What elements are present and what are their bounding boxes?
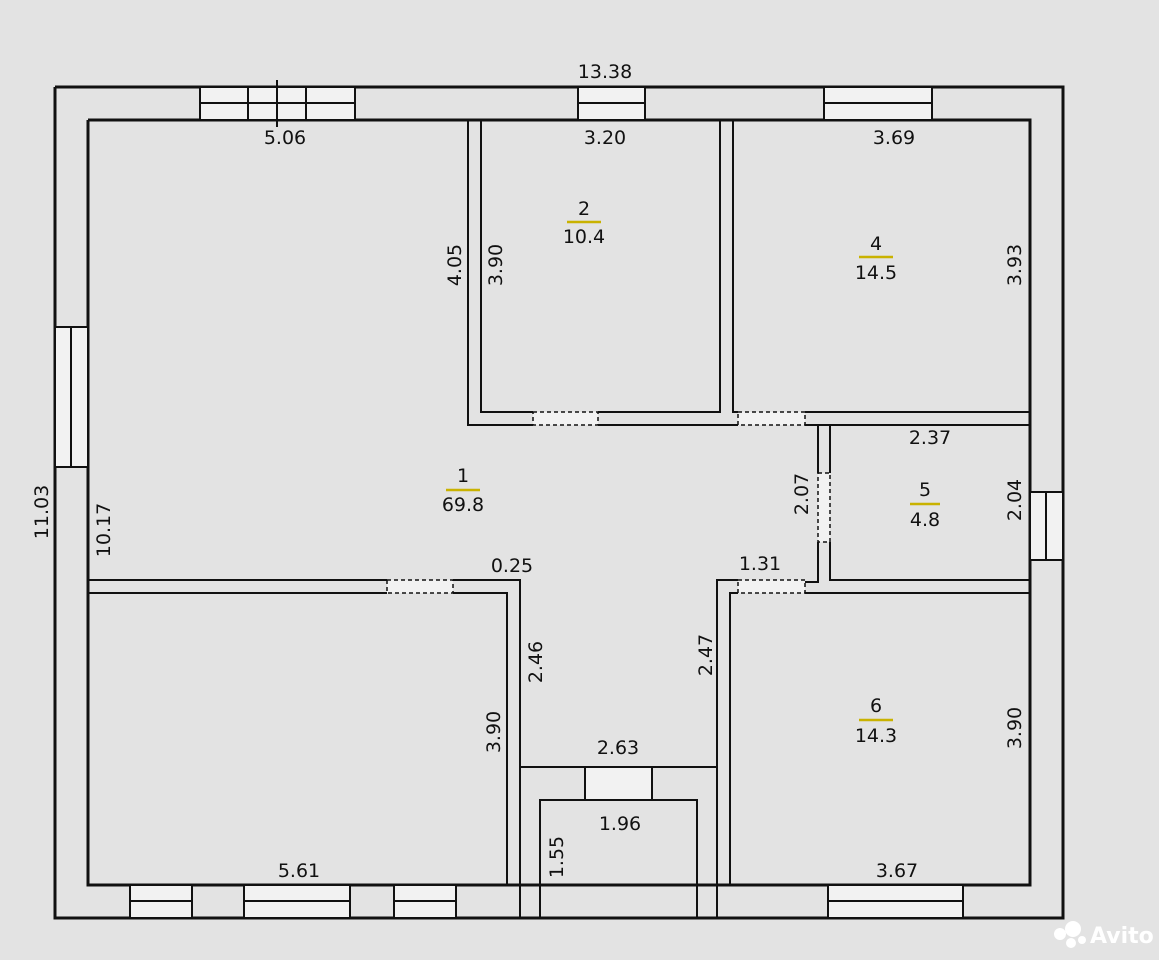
room-label-5: 5 4.8 (910, 479, 940, 531)
svg-text:10.4: 10.4 (563, 226, 605, 248)
avito-logo-icon (1054, 921, 1086, 948)
room-labels: 1 69.8 2 10.4 4 14.5 5 4.8 6 14.3 (442, 198, 940, 747)
dim-entry-width-outer: 2.63 (597, 737, 639, 759)
svg-text:6: 6 (870, 695, 882, 717)
svg-text:5: 5 (919, 479, 931, 501)
svg-text:69.8: 69.8 (442, 494, 484, 516)
dim-room4-width: 3.69 (873, 127, 915, 149)
svg-text:1: 1 (457, 465, 469, 487)
dim-top-left-segment: 5.06 (264, 127, 306, 149)
svg-text:2: 2 (578, 198, 590, 220)
room-label-2: 2 10.4 (563, 198, 605, 248)
dim-room6-width: 3.67 (876, 860, 918, 882)
room-label-4: 4 14.5 (855, 233, 897, 284)
dim-room2-width: 3.20 (584, 127, 626, 149)
dim-corridor-offset: 0.25 (491, 555, 533, 577)
svg-text:4: 4 (870, 233, 882, 255)
avito-watermark: Avito (1054, 921, 1154, 949)
interior-walls (88, 119, 1030, 918)
outer-walls (53, 85, 1065, 920)
dim-overall-width: 13.38 (578, 61, 632, 83)
watermark-text: Avito (1090, 924, 1154, 949)
dim-room2-left-inner: 3.90 (485, 244, 507, 286)
dim-room5-width: 2.37 (909, 427, 951, 449)
dim-corridor-left-wall: 2.46 (525, 641, 547, 683)
doors (386, 411, 831, 801)
room-label-1: 1 69.8 (442, 465, 484, 516)
dim-corridor-right-offset: 1.31 (739, 553, 781, 575)
room-label-6: 6 14.3 (855, 695, 897, 747)
dim-room2-left-outer: 4.05 (444, 244, 466, 286)
svg-text:14.3: 14.3 (855, 725, 897, 747)
dim-bottom-left-height: 3.90 (483, 711, 505, 753)
dim-inner-height-left: 10.17 (93, 503, 115, 557)
dim-room4-right: 3.93 (1004, 244, 1026, 286)
svg-text:14.5: 14.5 (855, 262, 897, 284)
dimension-labels: 13.38 5.06 3.20 3.69 4.05 3.90 3.93 11.0… (31, 61, 1026, 882)
dim-corridor-right-wall: 2.47 (695, 634, 717, 676)
dim-room6-height: 3.90 (1004, 707, 1026, 749)
dim-entry-width-inner: 1.96 (599, 813, 641, 835)
dim-entry-depth: 1.55 (546, 836, 568, 878)
windows (54, 80, 1064, 919)
svg-text:4.8: 4.8 (910, 509, 940, 531)
dim-room5-height: 2.04 (1004, 479, 1026, 521)
dim-overall-height: 11.03 (31, 485, 53, 539)
dim-door-recess: 2.07 (791, 473, 813, 515)
dim-bottom-left-width: 5.61 (278, 860, 320, 882)
